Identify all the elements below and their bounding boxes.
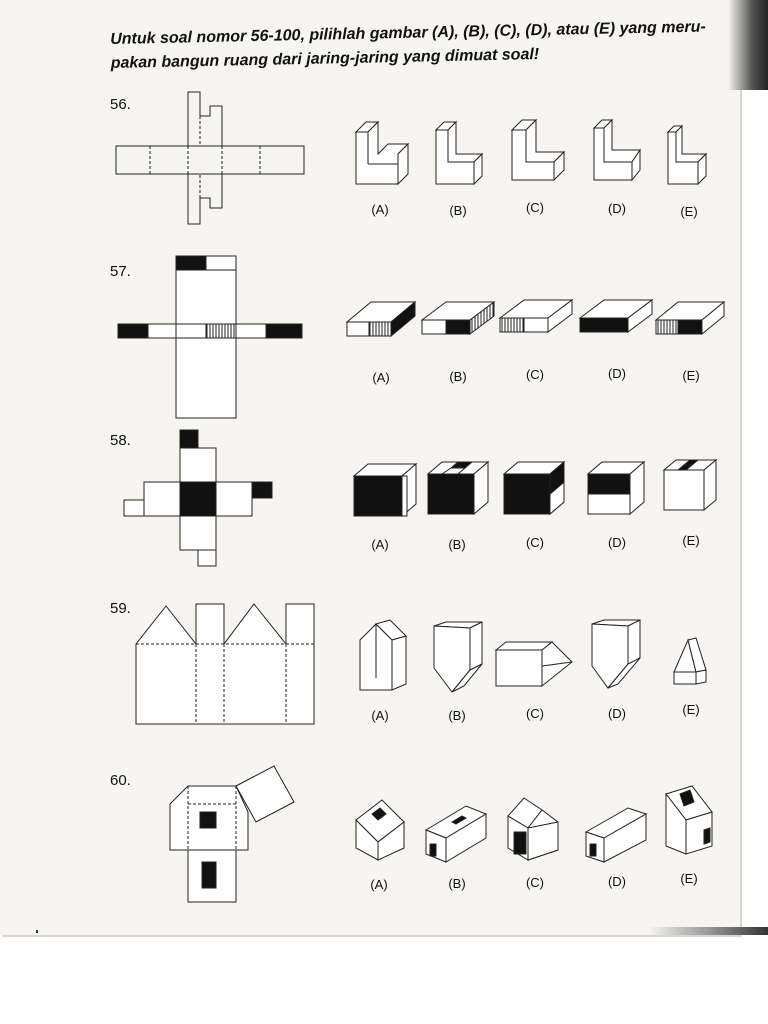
question-number-57: 57. xyxy=(110,263,131,280)
option-60-d xyxy=(584,807,648,863)
option-56-b xyxy=(434,120,484,186)
net-60 xyxy=(169,765,295,903)
scan-speck xyxy=(36,930,38,933)
option-label-57-a: (A) xyxy=(372,370,390,385)
option-label-58-a: (A) xyxy=(371,537,389,552)
option-label-56-e: (E) xyxy=(680,204,698,219)
option-label-57-c: (C) xyxy=(525,367,545,382)
option-label-57-e: (E) xyxy=(682,368,700,383)
option-57-b xyxy=(420,301,496,335)
option-label-58-c: (C) xyxy=(525,535,545,550)
page-shadow xyxy=(728,0,768,90)
option-label-59-a: (A) xyxy=(371,708,389,723)
option-58-d xyxy=(586,460,646,516)
option-60-a xyxy=(355,799,405,861)
option-label-57-b: (B) xyxy=(449,369,467,384)
option-57-a xyxy=(345,300,417,338)
option-59-c xyxy=(494,641,573,688)
question-number-58: 58. xyxy=(110,432,131,449)
option-56-d xyxy=(592,118,641,182)
option-56-e xyxy=(666,124,708,186)
option-60-b xyxy=(424,805,488,863)
option-56-a xyxy=(354,120,410,186)
option-label-59-c: (C) xyxy=(525,706,545,721)
option-57-e xyxy=(654,300,726,336)
option-label-57-d: (D) xyxy=(607,366,627,381)
net-59 xyxy=(135,603,315,725)
option-57-d xyxy=(578,299,654,333)
option-label-56-b: (B) xyxy=(449,203,467,218)
option-label-56-a: (A) xyxy=(371,202,389,217)
option-label-60-a: (A) xyxy=(370,877,388,892)
option-label-56-d: (D) xyxy=(607,201,627,216)
option-58-c xyxy=(502,460,566,516)
option-56-c xyxy=(510,118,566,182)
option-label-60-e: (E) xyxy=(680,871,698,886)
option-label-59-d: (D) xyxy=(607,706,627,721)
question-number-56: 56. xyxy=(110,96,131,113)
option-58-b xyxy=(426,460,490,516)
net-57 xyxy=(117,255,303,419)
option-59-d xyxy=(591,619,641,689)
option-label-60-d: (D) xyxy=(607,874,627,889)
net-56 xyxy=(115,91,305,225)
option-label-58-d: (D) xyxy=(607,535,627,550)
question-number-59: 59. xyxy=(110,600,131,617)
option-label-60-c: (C) xyxy=(525,875,545,890)
option-label-58-b: (B) xyxy=(448,537,466,552)
option-60-e xyxy=(665,785,713,855)
option-label-60-b: (B) xyxy=(448,876,466,891)
question-number-60: 60. xyxy=(110,772,131,789)
option-60-c xyxy=(507,797,559,861)
option-label-59-e: (E) xyxy=(682,702,700,717)
option-59-a xyxy=(359,619,407,691)
option-label-59-b: (B) xyxy=(448,708,466,723)
option-57-c xyxy=(498,299,574,333)
option-59-b xyxy=(433,621,483,693)
option-59-e xyxy=(673,637,707,685)
option-label-56-c: (C) xyxy=(525,200,545,215)
option-label-58-e: (E) xyxy=(682,533,700,548)
page-shadow-bottom xyxy=(648,927,768,935)
net-58 xyxy=(123,429,273,567)
option-58-a xyxy=(352,462,418,518)
option-58-e xyxy=(662,458,718,512)
